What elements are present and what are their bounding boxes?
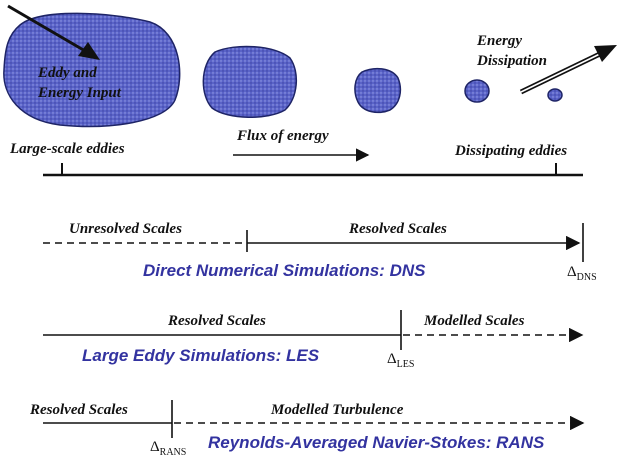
flux-of-energy-label: Flux of energy xyxy=(236,128,329,144)
rans-title: Reynolds-Averaged Navier-Stokes: RANS xyxy=(208,433,545,452)
dns-title: Direct Numerical Simulations: DNS xyxy=(143,261,426,280)
medium-eddy xyxy=(202,45,297,118)
energy-dissipation-label-line1: Energy xyxy=(476,33,522,49)
energy-input-arrow xyxy=(7,4,100,60)
delta-rans-symbol: ΔRANS xyxy=(150,439,186,456)
rans-resolved-label: Resolved Scales xyxy=(29,402,128,418)
dissipating-eddies-label: Dissipating eddies xyxy=(454,143,567,159)
eddy-input-label-line1: Eddy and xyxy=(37,65,97,81)
dns-unresolved-label: Unresolved Scales xyxy=(69,221,182,237)
energy-dissipation-label-line2: Dissipation xyxy=(476,53,547,69)
large-eddy xyxy=(3,12,181,128)
dns-resolved-label: Resolved Scales xyxy=(348,221,447,237)
delta-les-symbol: ΔLES xyxy=(387,351,414,370)
les-resolved-label: Resolved Scales xyxy=(167,313,266,329)
rans-modelled-label: Modelled Turbulence xyxy=(270,402,404,418)
smaller-eddy xyxy=(464,79,490,103)
eddy-input-label-line2: Energy Input xyxy=(37,85,122,101)
smallest-eddy xyxy=(547,88,563,102)
delta-dns-symbol: ΔDNS xyxy=(567,264,597,283)
large-scale-eddies-label: Large-scale eddies xyxy=(9,141,125,157)
les-modelled-label: Modelled Scales xyxy=(423,313,525,329)
les-title: Large Eddy Simulations: LES xyxy=(82,346,320,365)
small-eddy xyxy=(354,67,402,114)
energy-dissipation-arrow xyxy=(519,45,617,95)
